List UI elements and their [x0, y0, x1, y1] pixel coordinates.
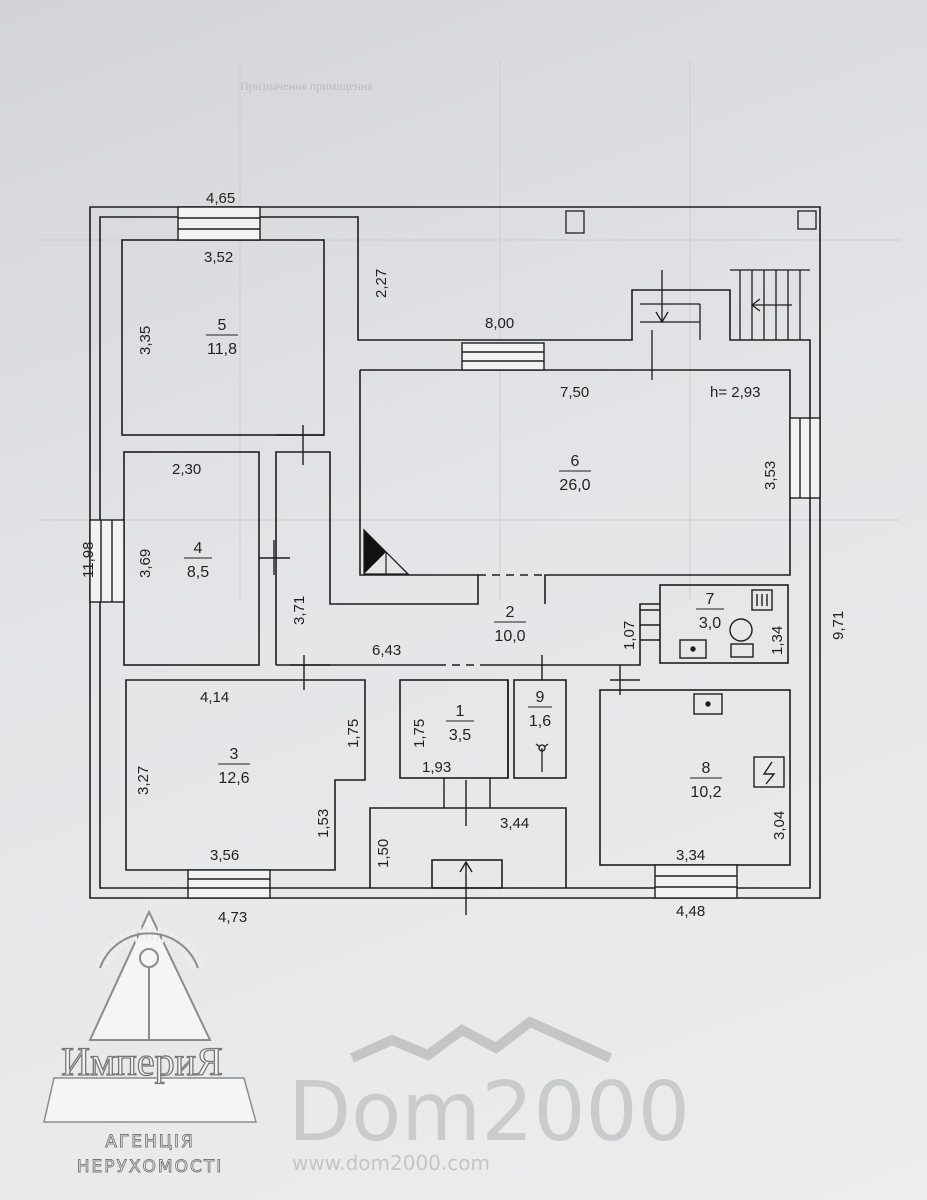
room-7-label: 7 3,0: [696, 591, 724, 632]
svg-text:11,8: 11,8: [207, 341, 237, 358]
shower-icon: [535, 743, 549, 772]
svg-text:8: 8: [702, 760, 711, 777]
svg-text:6: 6: [571, 453, 580, 470]
hall-bottom-right: [488, 603, 660, 666]
dim-room1-width: 1,93: [422, 759, 451, 776]
dim-bottom-left-width: 4,73: [218, 909, 247, 926]
dim-porch-height: 1,50: [375, 839, 392, 868]
room-1-label: 1 3,5: [446, 703, 474, 744]
svg-text:9: 9: [536, 689, 545, 706]
svg-text:3,5: 3,5: [449, 727, 471, 744]
svg-text:3: 3: [230, 746, 239, 763]
dim-room1-height: 1,75: [411, 719, 428, 748]
logo-title: ИмпериЯ: [61, 1039, 222, 1084]
dim-hall-height: 3,71: [291, 596, 308, 625]
logo-emblem-icon: [88, 909, 212, 1041]
dim-porch-width: 3,44: [500, 815, 529, 832]
svg-text:1: 1: [456, 703, 465, 720]
dim-top-right-width: 8,00: [485, 315, 514, 332]
imperia-logo: ИмпериЯ АГЕНЦІЯ НЕРУХОМОСТІ: [43, 909, 257, 1177]
dim-room3-right: 1,75: [345, 719, 362, 748]
dim-corridor-wall: 2,27: [373, 269, 390, 298]
dim-room3-lower: 1,53: [315, 809, 332, 838]
porch-walls: [369, 807, 567, 888]
room-9-label: 9 1,6: [528, 689, 552, 730]
room-8-label: 8 10,2: [690, 760, 722, 801]
room-3-label: 3 12,6: [218, 746, 250, 787]
dim-room3-width: 4,14: [200, 689, 229, 706]
room-labels: 5 11,8 6 26,0 4 8,5 2 10,0 7 3,0 1 3,5: [184, 317, 724, 801]
stove-icon: [363, 528, 410, 575]
dim-room8-width: 3,34: [676, 847, 705, 864]
svg-text:3,0: 3,0: [699, 615, 721, 632]
ghost-heading: Призначення приміщення: [240, 79, 373, 93]
svg-text:7: 7: [706, 591, 715, 608]
svg-text:2: 2: [506, 604, 515, 621]
heater-icon: [751, 589, 773, 611]
dim-room4-width: 2,30: [172, 461, 201, 478]
toilet-icon: [729, 618, 753, 642]
svg-text:8,5: 8,5: [187, 564, 209, 581]
dim-room5-width: 3,52: [204, 249, 233, 266]
room-5-label: 5 11,8: [206, 317, 238, 358]
dim-room6-height: 3,53: [762, 461, 779, 490]
watermark-brand: Dom2000: [288, 1065, 690, 1160]
room-8-fixtures: [693, 693, 785, 788]
dim-room5-height: 3,35: [137, 326, 154, 355]
dim-ceiling-height: h= 2,93: [710, 384, 760, 401]
bathroom-fixtures: [679, 589, 773, 659]
dim-room3-height: 3,27: [135, 766, 152, 795]
logo-subtitle-2: НЕРУХОМОСТІ: [77, 1157, 223, 1177]
dim-bottom-right-width: 4,48: [676, 903, 705, 920]
dim-room7-left: 1,07: [621, 621, 638, 650]
svg-text:5: 5: [218, 317, 227, 334]
svg-text:4: 4: [194, 540, 203, 557]
sink-icon: [679, 639, 707, 659]
dom2000-watermark: Dom2000 www.dom2000.com: [288, 1016, 690, 1175]
dimension-labels: 4,65 3,52 3,35 2,27 8,00 7,50 h= 2,93 3,…: [80, 190, 847, 926]
svg-text:10,2: 10,2: [690, 784, 721, 801]
dim-room4-height: 3,69: [137, 549, 154, 578]
ghost-table: [40, 60, 900, 600]
room-4-label: 4 8,5: [184, 540, 212, 581]
room-2-label: 2 10,0: [494, 604, 526, 645]
sink-icon: [693, 693, 723, 715]
dim-room6-width: 7,50: [560, 384, 589, 401]
svg-text:10,0: 10,0: [494, 628, 525, 645]
outer-walls: [89, 206, 821, 899]
svg-text:1,6: 1,6: [529, 713, 551, 730]
windows: [89, 206, 821, 899]
roof-icon: [349, 1016, 613, 1063]
watermark-url: www.dom2000.com: [292, 1151, 490, 1175]
svg-text:26,0: 26,0: [559, 477, 590, 494]
doors: [259, 425, 660, 915]
dim-top-width: 4,65: [206, 190, 235, 207]
electric-panel-icon: [753, 756, 785, 788]
dim-room3-bottom: 3,56: [210, 847, 239, 864]
dim-right-height: 9,71: [830, 611, 847, 640]
stairs: [565, 210, 817, 380]
room-6-label: 6 26,0: [559, 453, 591, 494]
logo-subtitle-1: АГЕНЦІЯ: [105, 1132, 195, 1152]
porch-step: [431, 859, 503, 889]
dim-room7-height: 1,34: [769, 626, 786, 655]
dim-hall-width: 6,43: [372, 642, 401, 659]
dim-overall-height: 11,98: [80, 542, 97, 578]
room-7-walls: [659, 584, 789, 664]
hall-walls: [275, 370, 479, 665]
room-9-walls: [513, 679, 567, 779]
dim-room8-height: 3,04: [771, 811, 788, 840]
room-3-walls: [125, 679, 366, 871]
svg-text:12,6: 12,6: [218, 770, 249, 787]
room-6-walls: [360, 369, 791, 604]
